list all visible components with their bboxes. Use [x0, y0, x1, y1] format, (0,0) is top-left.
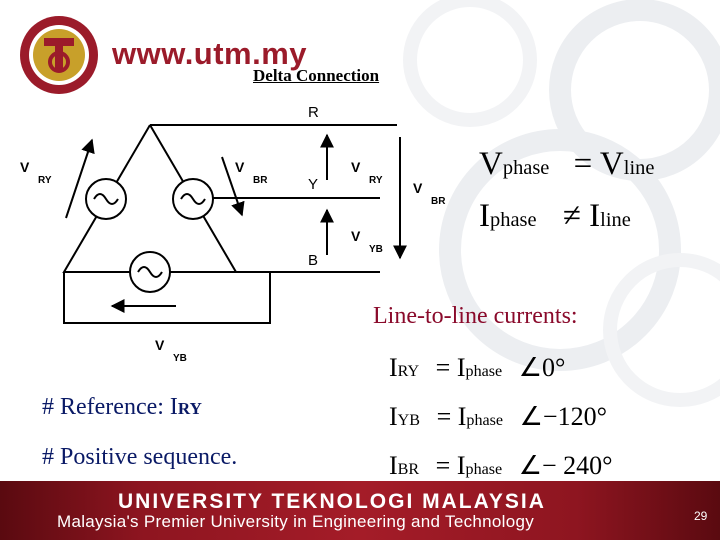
delta-circuit-diagram: R Y B V RY V BR V YB V RY V YB V BR [20, 104, 446, 364]
svg-text:BR: BR [431, 196, 446, 207]
node-r-label: R [308, 104, 319, 121]
svg-text:RY: RY [369, 175, 383, 186]
footer-banner: UNIVERSITY TEKNOLOGI MALAYSIA Malaysia's… [0, 481, 720, 540]
eq-ibr: IBR = Iphase ∠− 240° [389, 451, 613, 480]
svg-text:BR: BR [253, 175, 268, 186]
eq-iry: IRY = Iphase ∠0° [389, 353, 566, 382]
slide-title: Delta Connection [253, 66, 380, 85]
utm-logo [20, 16, 98, 94]
svg-text:V: V [235, 159, 245, 175]
svg-text:YB: YB [369, 244, 383, 255]
svg-text:V: V [351, 228, 361, 244]
svg-text:YB: YB [173, 353, 187, 364]
sequence-note: # Positive sequence. [42, 444, 238, 470]
gear-background [403, 0, 720, 407]
svg-text:V: V [351, 159, 361, 175]
page-number: 29 [694, 509, 708, 523]
line-currents-heading: Line-to-line currents: [373, 303, 578, 329]
svg-text:V: V [20, 159, 30, 175]
bottom-loop [63, 272, 271, 324]
angle-icon: ∠ [519, 402, 543, 431]
footer-title: UNIVERSITY TEKNOLOGI MALAYSIA [118, 490, 546, 513]
angle-icon: ∠ [518, 451, 543, 480]
svg-text:RY: RY [38, 175, 52, 186]
angle-icon: ∠ [518, 353, 543, 382]
arrow-vbr-left [221, 156, 245, 217]
voltage-relation: Vphase = Vline [479, 146, 655, 182]
footer-tagline: Malaysia's Premier University in Enginee… [57, 512, 535, 531]
eq-iyb: IYB = Iphase ∠−120° [389, 402, 607, 431]
svg-text:V: V [413, 180, 423, 196]
reference-note: # Reference: IRY [42, 394, 202, 420]
site-url: www.utm.my [112, 36, 308, 71]
node-b-label: B [308, 252, 318, 269]
arrow-vry-left [65, 138, 95, 219]
svg-text:V: V [155, 337, 165, 353]
current-relation: Iphase ≠ Iline [479, 198, 631, 234]
node-y-label: Y [308, 176, 318, 193]
